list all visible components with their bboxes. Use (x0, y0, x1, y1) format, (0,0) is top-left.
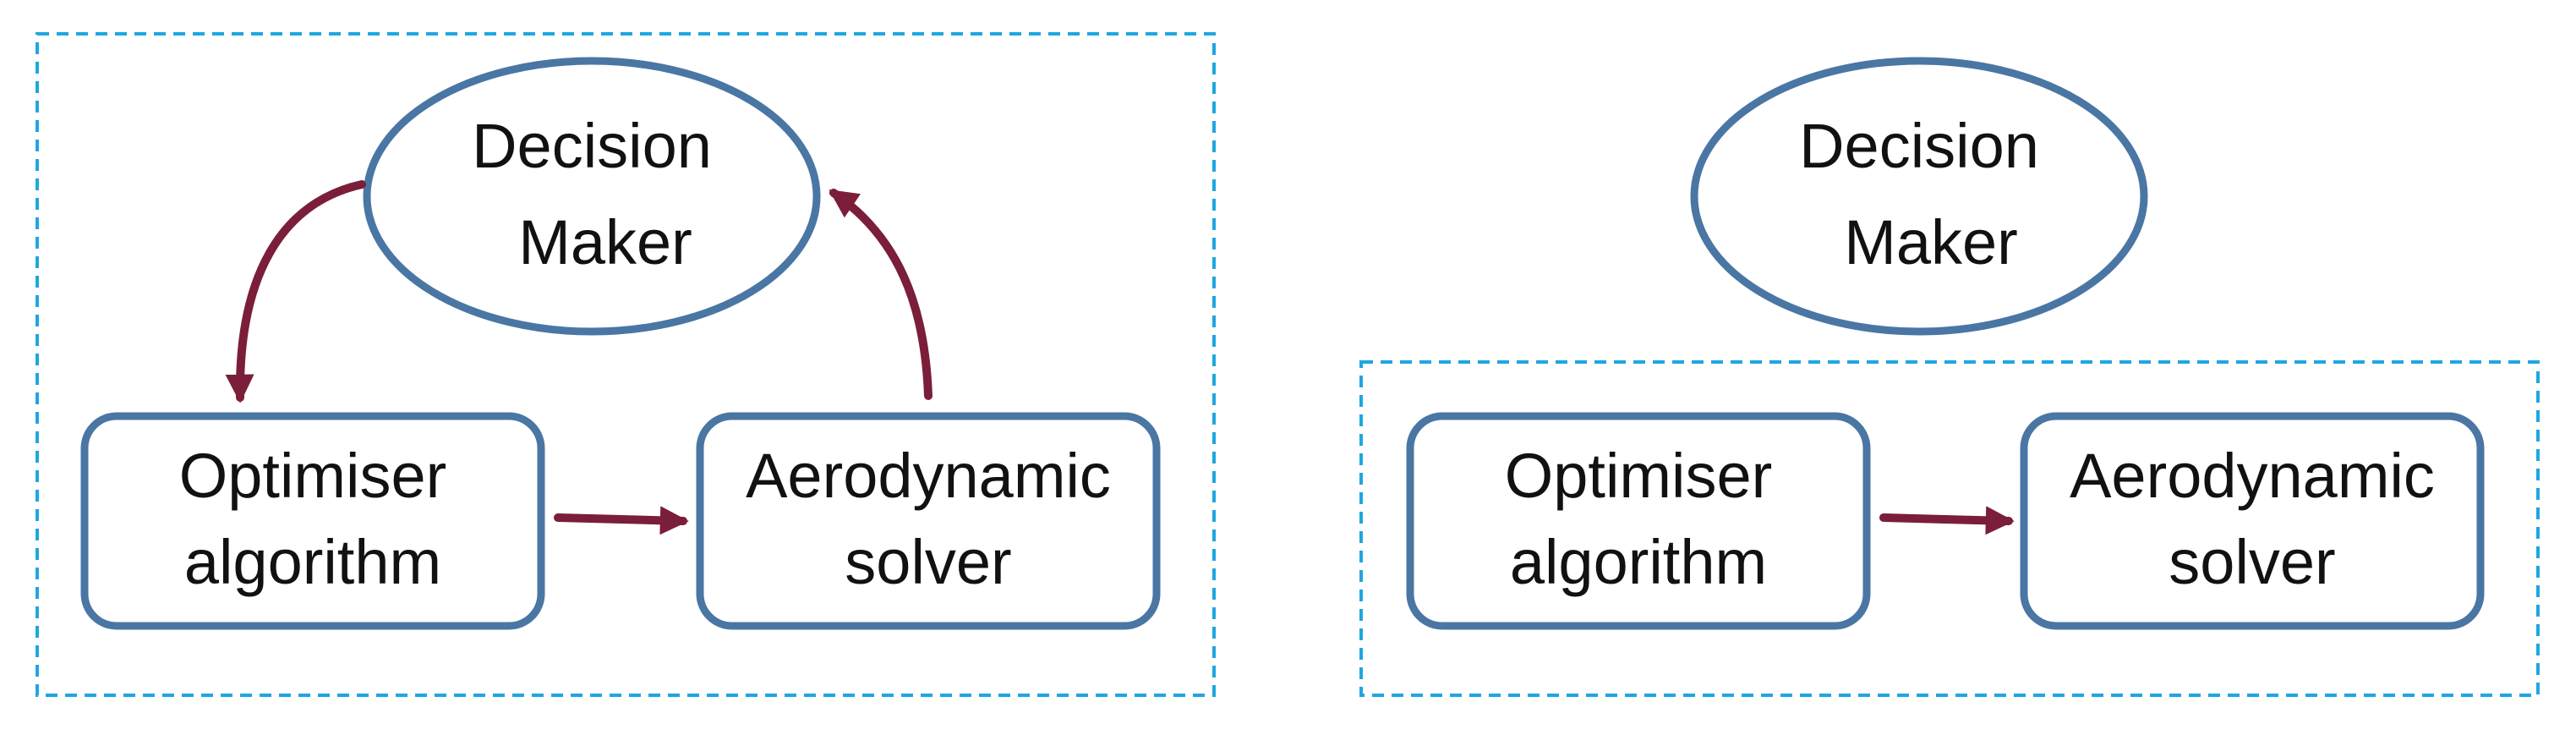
panel-left: Decision Maker Optimiser algorithm Aerod… (36, 32, 1216, 697)
solver-label-line2-right: solver (2169, 527, 2335, 597)
decision-maker-label-line2: Maker (518, 207, 692, 277)
optimiser-label-line2: algorithm (184, 527, 441, 597)
panel-right: Decision Maker Optimiser algorithm Aerod… (1359, 57, 2540, 697)
arrow-decision-to-optimiser (225, 180, 366, 403)
solver-label-line2: solver (845, 527, 1011, 597)
solver-box-right (2020, 412, 2485, 630)
decision-maker-ellipse-right (1690, 57, 2148, 336)
optimiser-label-line1-right: Optimiser (1505, 441, 1773, 511)
decision-maker-label-line1: Decision (472, 111, 712, 181)
panel-right-dashed-frame (1359, 360, 2540, 697)
decision-maker-node-right: Decision Maker (1690, 57, 2148, 336)
optimiser-label-line2-right: algorithm (1510, 527, 1767, 597)
optimiser-node-right: Optimiser algorithm (1406, 412, 1871, 630)
arrow-optimiser-to-solver-right (1879, 506, 2015, 535)
decision-maker-node: Decision Maker (363, 57, 821, 336)
arrow-solver-to-decision (829, 189, 933, 400)
optimiser-node: Optimiser algorithm (80, 412, 545, 630)
solver-box (696, 412, 1161, 630)
decision-maker-label-line2-right: Maker (1844, 207, 2018, 277)
optimiser-box (80, 412, 545, 630)
decision-maker-label-line1-right: Decision (1799, 111, 2039, 181)
solver-label-line1-right: Aerodynamic (2070, 441, 2435, 511)
solver-node-right: Aerodynamic solver (2020, 412, 2485, 630)
optimiser-label-line1: Optimiser (179, 441, 447, 511)
solver-node: Aerodynamic solver (696, 412, 1161, 630)
decision-maker-ellipse (363, 57, 821, 336)
solver-label-line1: Aerodynamic (746, 441, 1111, 511)
panel-left-dashed-frame (36, 32, 1216, 697)
arrow-optimiser-to-solver (554, 506, 689, 535)
optimiser-box-right (1406, 412, 1871, 630)
